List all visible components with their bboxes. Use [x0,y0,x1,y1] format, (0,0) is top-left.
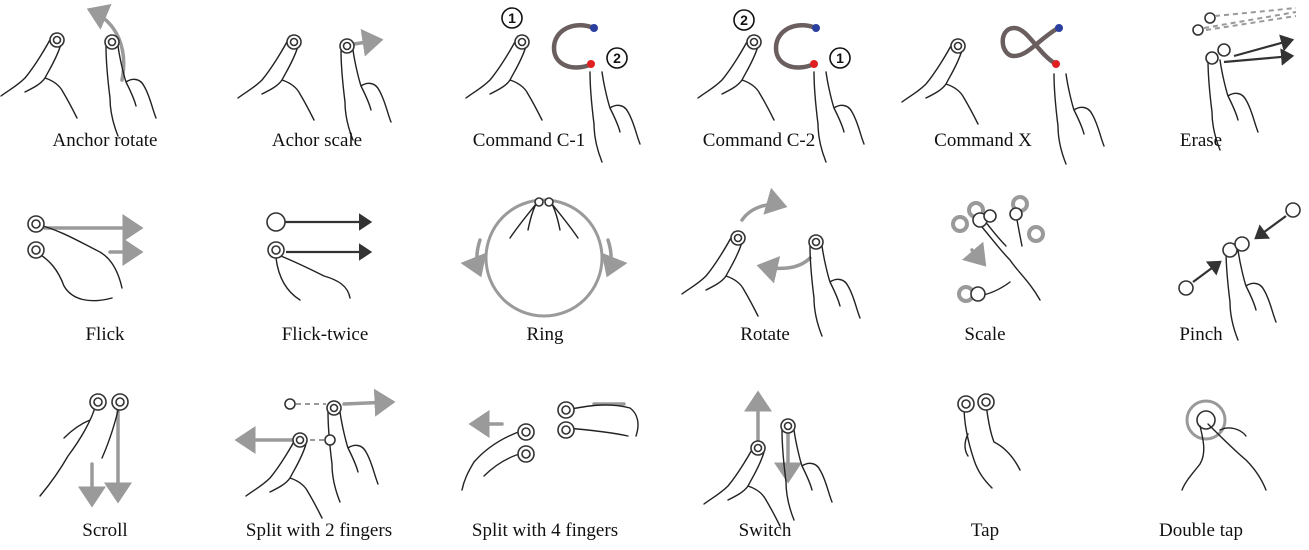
gesture-scroll: Scroll [0,380,210,550]
gesture-split-2: Split with 2 fingers [214,380,424,550]
gesture-label: Anchor rotate [0,130,210,152]
gesture-double-tap: Double tap [1096,380,1306,550]
command-c2-illustration: 2 1 [654,0,864,140]
gesture-flick-twice: Flick-twice [220,190,430,360]
double-tap-illustration [1096,380,1306,520]
flick-illustration [0,190,210,330]
gesture-rotate: Rotate [660,190,870,360]
gesture-tap: Tap [880,380,1090,550]
scale-illustration [880,190,1090,330]
gesture-flick: Flick [0,190,210,360]
gesture-label: Switch [660,520,870,542]
split-4-illustration [440,380,650,520]
step-marker-two: 2 [607,48,627,68]
gesture-switch: Switch [660,380,870,550]
gesture-command-c2: 2 1 Command C-2 [654,0,864,170]
pinch-illustration [1096,190,1306,330]
step-marker-one: 1 [502,8,522,28]
gesture-label: Erase [1096,130,1306,152]
gesture-split-4: Split with 4 fingers [440,380,650,550]
ring-illustration [440,190,650,330]
command-x-illustration [878,0,1088,140]
erase-illustration [1096,0,1306,140]
gesture-scale: Scale [880,190,1090,360]
gesture-ring: Ring [440,190,650,360]
anchor-scale-illustration [212,0,422,140]
gesture-label: Scale [880,324,1090,346]
gesture-label: Split with 2 fingers [214,520,424,542]
gesture-label: Flick-twice [220,324,430,346]
svg-text:1: 1 [836,50,844,66]
gesture-label: Rotate [660,324,870,346]
split-2-illustration [214,380,424,520]
gesture-label: Achor scale [212,130,422,152]
gesture-erase: Erase [1096,0,1306,170]
step-marker-two: 2 [734,10,754,30]
gesture-label: Tap [880,520,1090,542]
gesture-label: Flick [0,324,210,346]
command-c1-illustration: 1 2 [424,0,634,140]
switch-illustration [660,380,870,520]
gesture-label: Command C-1 [424,130,634,152]
gesture-pinch: Pinch [1096,190,1306,360]
gesture-label: Pinch [1096,324,1306,346]
gesture-label: Split with 4 fingers [440,520,650,542]
tap-illustration [880,380,1090,520]
step-marker-one: 1 [830,48,850,68]
gesture-command-x: Command X [878,0,1088,170]
svg-text:2: 2 [613,50,621,66]
anchor-rotate-illustration [0,0,210,140]
rotate-illustration [660,190,870,330]
svg-text:1: 1 [508,10,516,26]
scroll-illustration [0,380,210,520]
gesture-anchor-scale: Achor scale [212,0,422,170]
svg-text:2: 2 [740,12,748,28]
gesture-label: Command X [878,130,1088,152]
gesture-label: Scroll [0,520,210,542]
gesture-anchor-rotate: Anchor rotate [0,0,210,170]
gesture-command-c1: 1 2 Command C-1 [424,0,634,170]
flick-twice-illustration [220,190,430,330]
gesture-label: Command C-2 [654,130,864,152]
gesture-label: Double tap [1096,520,1306,542]
gesture-label: Ring [440,324,650,346]
